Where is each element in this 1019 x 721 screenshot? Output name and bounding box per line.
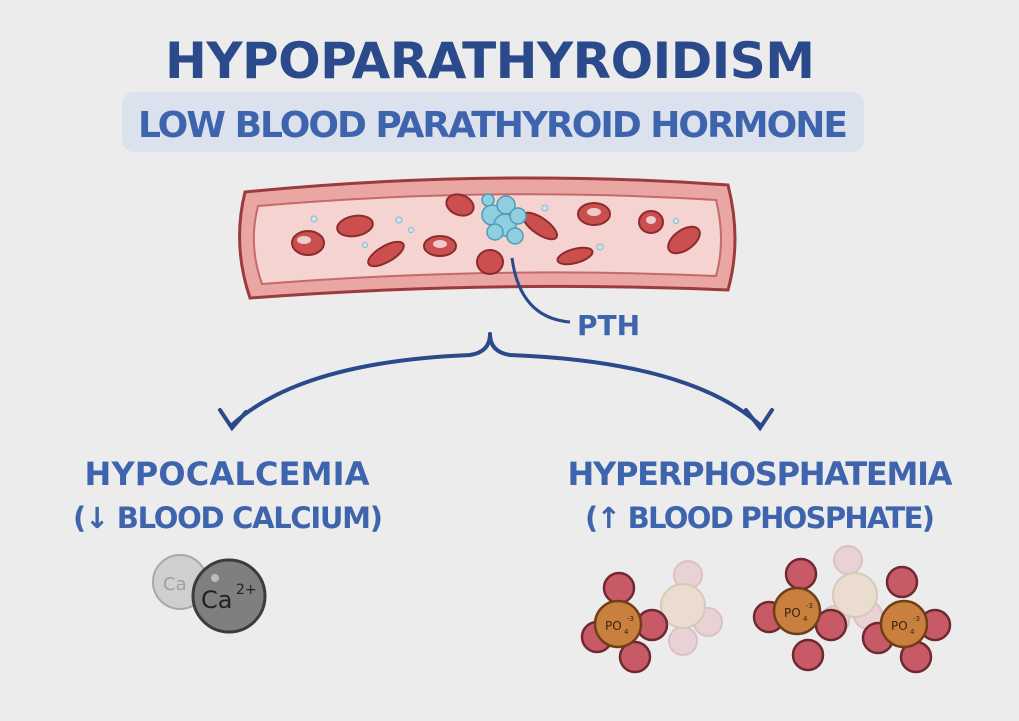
hyperphosphatemia-heading: HYPERPHOSPHATEMIA bbox=[568, 455, 953, 493]
subtitle: LOW BLOOD PARATHYROID HORMONE bbox=[138, 105, 848, 146]
hypocalcemia-detail: (↓ BLOOD CALCIUM) bbox=[73, 501, 383, 535]
svg-text:-3: -3 bbox=[806, 602, 813, 610]
pth-hormone-cluster bbox=[481, 193, 527, 245]
calcium-ion-charge: 2+ bbox=[236, 582, 257, 598]
hypocalcemia-heading: HYPOCALCEMIA bbox=[85, 455, 370, 493]
phosphate-ions: PO 4 -3 PO 4 -3 PO 4 -3 bbox=[580, 545, 952, 674]
calcium-ions: Ca Ca 2+ bbox=[152, 554, 267, 634]
branch-arrows bbox=[218, 332, 774, 432]
pth-label: PTH bbox=[577, 309, 640, 342]
svg-text:Ca: Ca bbox=[163, 574, 187, 595]
svg-text:4: 4 bbox=[803, 615, 808, 623]
svg-text:4: 4 bbox=[624, 628, 629, 636]
calcium-ion-label: Ca bbox=[201, 586, 232, 614]
subtitle-band bbox=[122, 92, 864, 152]
svg-text:4: 4 bbox=[910, 628, 915, 636]
svg-text:PO: PO bbox=[891, 619, 908, 633]
svg-text:PO: PO bbox=[784, 606, 801, 620]
pth-pointer-line bbox=[510, 257, 571, 324]
phosphate-ion-label: PO bbox=[605, 619, 622, 633]
svg-text:-3: -3 bbox=[913, 615, 920, 623]
svg-text:-3: -3 bbox=[627, 615, 634, 623]
title: HYPOPARATHYROIDISM bbox=[165, 32, 815, 90]
hyperphosphatemia-detail: (↑ BLOOD PHOSPHATE) bbox=[585, 501, 935, 535]
blood-vessel-illustration bbox=[238, 176, 737, 300]
